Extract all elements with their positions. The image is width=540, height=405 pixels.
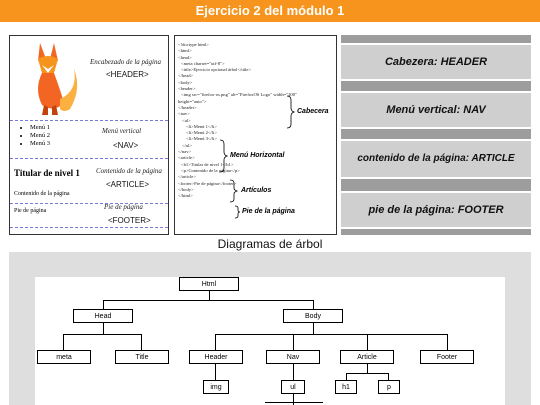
code-line: <body>	[178, 79, 193, 85]
connector	[313, 323, 314, 335]
code-line: </body>	[178, 186, 194, 192]
tree-panel: Html Head Body meta Title Header Nav Art…	[9, 252, 531, 405]
node-header: Header	[189, 350, 243, 364]
connector	[63, 334, 142, 335]
node-footer: Footer	[420, 350, 474, 364]
divider	[10, 227, 168, 228]
tree-title: Diagramas de árbol	[217, 237, 323, 251]
code-line: height="auto">	[178, 98, 207, 104]
connector	[215, 334, 448, 335]
node-ul: ul	[281, 380, 305, 394]
node-article: Article	[340, 350, 394, 364]
nav-section-tag: <NAV>	[113, 141, 139, 150]
node-h1: h1	[335, 380, 357, 394]
connector	[388, 373, 389, 380]
annotation-articulos: Artículos	[241, 187, 272, 194]
semantic-footer-box: pie de la página: FOOTER	[341, 191, 531, 229]
menu-item: Menú 1	[30, 124, 50, 132]
code-line: <head>	[178, 54, 192, 60]
connector	[215, 364, 216, 380]
code-line: </ul>	[182, 142, 193, 148]
connector	[103, 300, 104, 309]
page-title: Ejercicio 2 del módulo 1	[0, 0, 540, 22]
connector	[63, 334, 64, 350]
code-listing: <!doctype html> <html> <head> <meta char…	[178, 42, 297, 199]
nav-section-label: Menú vertical	[102, 127, 142, 135]
code-line: <h1>Titular de nivel 1</h1>	[181, 161, 234, 167]
code-line: <!doctype html>	[178, 42, 209, 47]
node-body: Body	[283, 309, 343, 323]
connector	[313, 300, 314, 309]
menu-item: Menú 2	[30, 132, 50, 140]
connector	[346, 373, 347, 380]
semantic-header-box: Cabezera: HEADER	[341, 43, 531, 81]
node-img: img	[203, 380, 229, 394]
footer-text: Pie de página	[14, 208, 47, 214]
code-line: </html>	[178, 193, 193, 199]
connector	[103, 323, 104, 335]
annotation-pie: Pie de la página	[242, 208, 295, 215]
code-line: <nav>	[178, 111, 190, 117]
annotation-menu-horizontal: Menú Horizontal	[230, 152, 285, 159]
code-line: <li>Menú 1</li>	[186, 123, 217, 129]
semantic-article-box: contenido de la página: ARTICLE	[341, 139, 531, 179]
connector	[103, 300, 314, 301]
code-line: </nav>	[178, 149, 192, 155]
tree-canvas: Html Head Body meta Title Header Nav Art…	[35, 277, 505, 405]
node-head: Head	[73, 309, 133, 323]
connector	[367, 334, 368, 350]
divider	[10, 120, 168, 121]
article-section-label: Contenido de la página	[96, 167, 162, 175]
code-line: <p>Contenido de la página</p>	[181, 167, 240, 173]
code-line: <li>Menú 3</li>	[186, 136, 217, 142]
code-line: <title>Ejercicio opcional árbol</title>	[181, 67, 252, 73]
article-text: Contenido de la página	[14, 191, 70, 197]
connector	[209, 289, 210, 301]
annotation-cabecera: Cabecera	[297, 108, 329, 115]
node-p: p	[378, 380, 400, 394]
code-line: <img src="firefox-os.png" alt="FirefoxOS…	[181, 92, 297, 98]
code-braces	[219, 95, 296, 219]
connector	[447, 334, 448, 350]
connector	[141, 334, 142, 350]
connector	[367, 364, 368, 374]
semantic-panel: Cabezera: HEADER Menú vertical: NAV cont…	[341, 35, 531, 235]
article-heading: Titular de nivel 1	[14, 168, 80, 178]
semantic-nav-box: Menú vertical: NAV	[341, 91, 531, 129]
node-html: Html	[179, 277, 239, 291]
code-line: <ul>	[182, 117, 191, 123]
code-line: </header>	[178, 104, 197, 110]
code-line: <footer>Pie de página</footer>	[178, 180, 237, 186]
node-nav: Nav	[266, 350, 320, 364]
layout-panel: Encabezado de la página <HEADER> Menú 1 …	[9, 35, 169, 235]
connector	[293, 334, 294, 350]
footer-section-tag: <FOOTER>	[108, 216, 151, 225]
header-section-tag: <HEADER>	[106, 70, 149, 79]
divider	[10, 158, 168, 159]
footer-section-label: Pie de página	[104, 203, 143, 211]
code-line: <meta charset="utf-8">	[181, 60, 225, 66]
code-line: <header>	[178, 86, 196, 92]
article-section-tag: <ARTICLE>	[106, 180, 149, 189]
connector	[346, 373, 389, 374]
code-panel: <!doctype html> <html> <head> <meta char…	[174, 35, 337, 235]
connector	[293, 364, 294, 380]
code-line: </article>	[178, 174, 196, 180]
menu-list: Menú 1 Menú 2 Menú 3	[10, 124, 50, 148]
code-line: <li>Menú 2</li>	[186, 130, 217, 136]
divider	[10, 203, 168, 204]
node-title: Title	[115, 350, 169, 364]
header-section-label: Encabezado de la página	[90, 58, 161, 66]
fox-logo	[38, 43, 78, 115]
code-line: </head>	[178, 73, 194, 79]
connector	[293, 394, 294, 405]
code-line: <html>	[178, 48, 192, 54]
connector	[265, 402, 323, 403]
node-meta: meta	[37, 350, 91, 364]
menu-item: Menú 3	[30, 140, 50, 148]
code-line: <article>	[178, 155, 195, 161]
connector	[215, 334, 216, 350]
